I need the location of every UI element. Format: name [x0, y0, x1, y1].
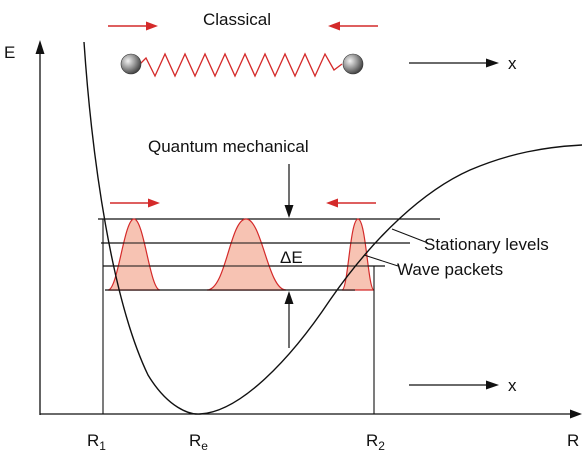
stationary-levels-pointer	[391, 228, 429, 244]
delta-e-arrow-top-head	[284, 205, 294, 218]
classical-label: Classical	[203, 10, 271, 29]
wave-packet-middle	[206, 218, 287, 291]
r-axis-label: R	[567, 431, 579, 450]
r2-label-base: R	[366, 431, 378, 450]
left-atom-ball	[120, 53, 142, 75]
r1-label-sub: 1	[99, 439, 106, 450]
wave-packet-left	[107, 218, 161, 291]
red-arrow-right-quantum-head	[148, 198, 160, 208]
wave-packet-right	[341, 218, 375, 291]
delta-e-arrow-bottom-head	[284, 291, 294, 304]
x-label-bottom: x	[508, 376, 517, 395]
red-arrow-left-classical-head	[328, 21, 340, 31]
x-label-top: x	[508, 54, 517, 73]
re-label-sub: e	[201, 439, 208, 450]
stationary-levels-label: Stationary levels	[424, 235, 549, 254]
energy-axis-label: E	[4, 43, 15, 62]
re-label: Re	[189, 431, 208, 450]
red-arrow-right-classical-head	[146, 21, 158, 31]
x-arrow-top-head	[486, 58, 499, 68]
wave-packets-label: Wave packets	[397, 260, 503, 279]
r-axis-arrowhead	[570, 409, 582, 419]
right-atom-ball	[342, 53, 364, 75]
quantum-mechanical-label: Quantum mechanical	[148, 137, 309, 156]
potential-energy-curve	[83, 41, 582, 415]
x-arrow-bottom-head	[486, 380, 499, 390]
energy-axis-arrowhead	[35, 40, 45, 54]
r1-label-base: R	[87, 431, 99, 450]
red-arrow-left-quantum-head	[326, 198, 338, 208]
wave-packets-pointer	[363, 254, 399, 267]
spring	[139, 52, 343, 78]
r2-label-sub: 2	[378, 439, 385, 450]
delta-e-label: ΔE	[280, 248, 303, 267]
r1-label: R1	[87, 431, 106, 450]
re-label-base: R	[189, 431, 201, 450]
r2-label: R2	[366, 431, 385, 450]
